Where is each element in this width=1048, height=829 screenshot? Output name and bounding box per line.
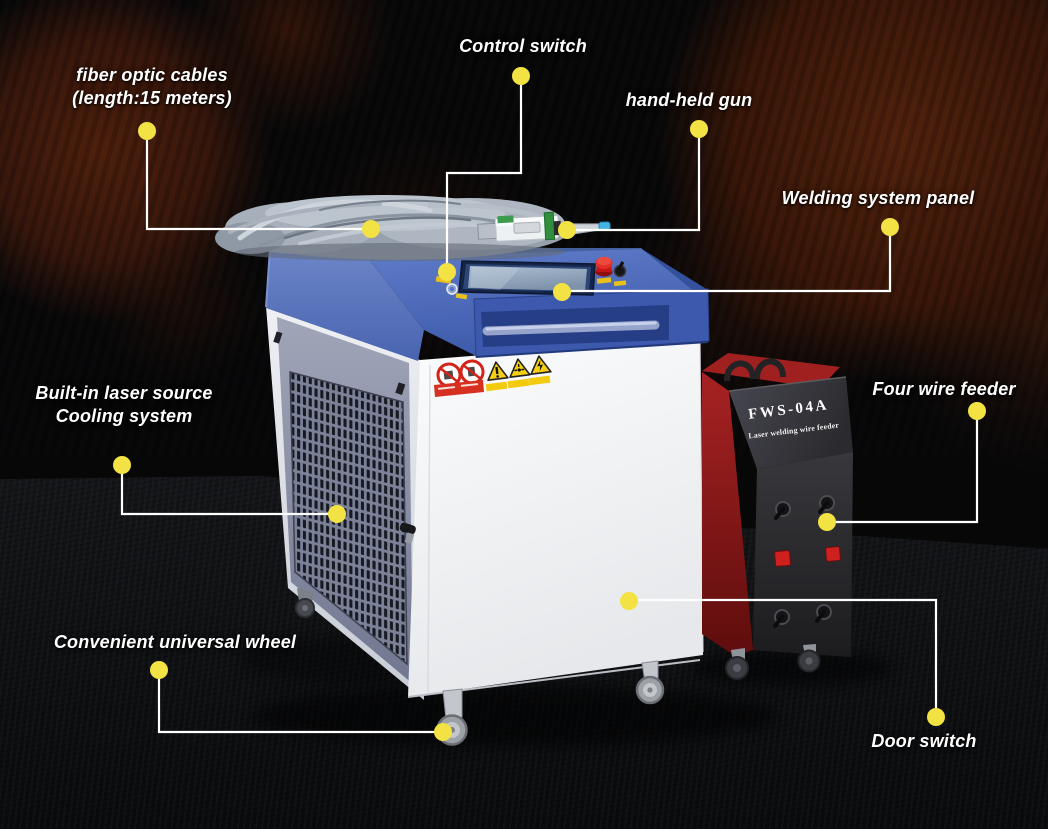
hinge-clip-icon bbox=[395, 382, 406, 395]
wire-feeder-unit: FWS-04A Laser welding wire feeder bbox=[702, 353, 853, 680]
gun-green-cap bbox=[497, 215, 514, 224]
emergency-stop-button[interactable] bbox=[595, 256, 613, 277]
callout-lines bbox=[113, 67, 986, 741]
callout-dot bbox=[434, 723, 452, 741]
callout-label-line: (length:15 meters) bbox=[72, 88, 232, 109]
front-caster-wheel bbox=[635, 660, 665, 705]
carry-handle bbox=[473, 288, 710, 358]
callout-dot bbox=[620, 592, 638, 610]
callout-dot bbox=[968, 402, 986, 420]
feeder-knob[interactable] bbox=[773, 609, 790, 628]
callout-dot bbox=[113, 456, 131, 474]
feeder-caster-wheel bbox=[797, 644, 821, 673]
rear-caster-wheel bbox=[295, 588, 315, 618]
callout-label-convenient-universal-wheel: Convenient universal wheel bbox=[54, 631, 296, 654]
callout-dot bbox=[438, 263, 456, 281]
label-tag bbox=[455, 293, 468, 300]
callout-label-built-in-laser-source: Built-in laser source Cooling system bbox=[35, 382, 212, 429]
feeder-knob[interactable] bbox=[815, 604, 832, 623]
callout-label-control-switch: Control switch bbox=[459, 35, 587, 58]
red-warning-banner bbox=[434, 380, 484, 397]
callout-dot bbox=[818, 513, 836, 531]
callout-label-line: Door switch bbox=[871, 731, 977, 751]
cooling-grille bbox=[289, 371, 408, 666]
feeder-red-side bbox=[702, 372, 753, 656]
laser-warning-triangle-icon bbox=[509, 358, 531, 378]
label-tag bbox=[613, 280, 627, 287]
callout-convenient-universal-wheel bbox=[150, 661, 452, 741]
warning-stickers bbox=[434, 355, 552, 397]
prohibition-sticker-icon bbox=[459, 359, 485, 385]
feeder-handle-icon bbox=[754, 358, 786, 380]
warning-triangle-icon bbox=[487, 361, 509, 381]
feeder-knob[interactable] bbox=[774, 501, 791, 520]
callout-dot bbox=[927, 708, 945, 726]
feeder-label-plate bbox=[729, 377, 853, 469]
callout-dot bbox=[138, 122, 156, 140]
callout-hand-held-gun bbox=[558, 120, 708, 239]
machine-side-panel bbox=[266, 306, 424, 700]
callout-control-switch bbox=[438, 67, 530, 281]
fiber-cable-coil bbox=[215, 195, 570, 261]
callout-four-wire-feeder bbox=[818, 402, 986, 531]
callout-label-fiber-optic-cables: fiber optic cables (length:15 meters) bbox=[72, 64, 232, 111]
callout-dot bbox=[553, 283, 571, 301]
callout-dot bbox=[328, 505, 346, 523]
callout-label-line: Cooling system bbox=[55, 406, 193, 427]
callout-label-line: Built-in laser source bbox=[35, 383, 213, 403]
callout-dot bbox=[512, 67, 530, 85]
callout-label-line: Convenient universal wheel bbox=[53, 632, 297, 652]
feeder-knob[interactable] bbox=[818, 495, 835, 514]
callout-dot bbox=[362, 220, 380, 238]
key-switch[interactable] bbox=[613, 261, 627, 278]
electric-warning-triangle-icon bbox=[530, 355, 552, 375]
door-latch bbox=[399, 522, 416, 544]
callout-label-line: Control switch bbox=[459, 36, 587, 56]
callout-dot bbox=[150, 661, 168, 679]
callout-dot bbox=[690, 120, 708, 138]
callout-label-door-switch: Door switch bbox=[871, 730, 976, 753]
callout-dot bbox=[558, 221, 576, 239]
feeder-rocker-switch[interactable] bbox=[774, 549, 792, 567]
callout-label-welding-system-panel: Welding system panel bbox=[782, 187, 975, 210]
callout-label-line: Four wire feeder bbox=[872, 379, 1016, 399]
feeder-handle-icon bbox=[724, 360, 756, 382]
callout-label-hand-held-gun: hand-held gun bbox=[626, 89, 753, 112]
callout-label-line: hand-held gun bbox=[625, 90, 753, 110]
callout-label-line: Welding system panel bbox=[781, 188, 975, 208]
callout-door-switch bbox=[620, 592, 945, 726]
machine-front-door bbox=[399, 338, 704, 698]
hinge-clip-icon bbox=[273, 331, 283, 344]
callout-welding-system-panel bbox=[553, 218, 899, 301]
callout-label-line: fiber optic cables bbox=[76, 65, 228, 85]
callout-built-in-laser-source bbox=[113, 456, 346, 523]
handheld-welding-gun bbox=[477, 211, 611, 242]
gun-connector bbox=[543, 211, 556, 241]
feeder-rocker-switch[interactable] bbox=[825, 546, 841, 562]
feeder-caster-wheel bbox=[725, 648, 749, 680]
callout-dot bbox=[881, 218, 899, 236]
callout-fiber-optic-cables bbox=[138, 122, 380, 238]
label-tag bbox=[596, 277, 612, 284]
console-left-facet bbox=[266, 248, 424, 361]
callout-label-four-wire-feeder: Four wire feeder bbox=[872, 378, 1015, 401]
